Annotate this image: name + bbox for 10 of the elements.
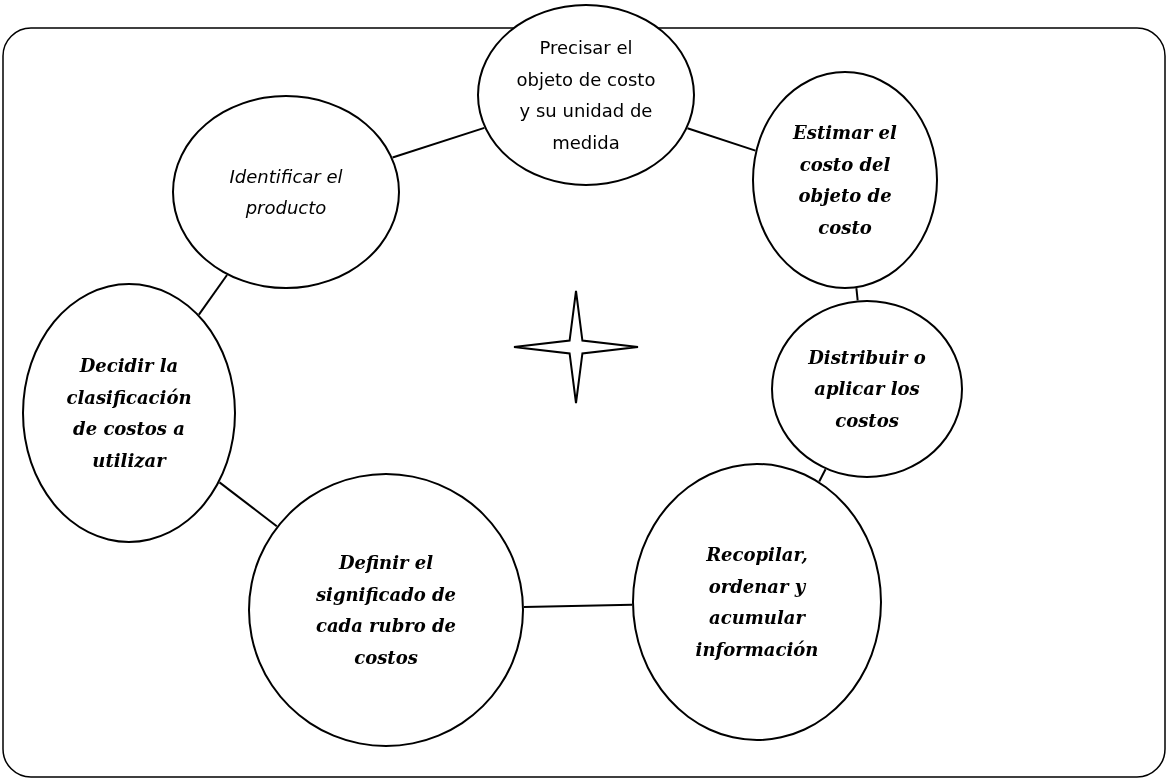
node-label: Recopilar, ordenar y acumular información (694, 543, 820, 662)
node-label: Decidir la clasificación de costos a utilizar (65, 354, 193, 473)
connector-line (197, 274, 229, 316)
connector-line (522, 603, 633, 608)
node-label: Distribuir o aplicar los costos (807, 345, 927, 433)
node-label: Identificar el producto (228, 164, 344, 220)
node-label: Definir el significado de cada rubro de costos (314, 551, 458, 670)
node-label: Precisar el objeto de costo y su unidad de medida (515, 36, 657, 155)
connector-line (218, 481, 278, 528)
node-label: Estimar el costo del objeto de costo (791, 121, 898, 240)
